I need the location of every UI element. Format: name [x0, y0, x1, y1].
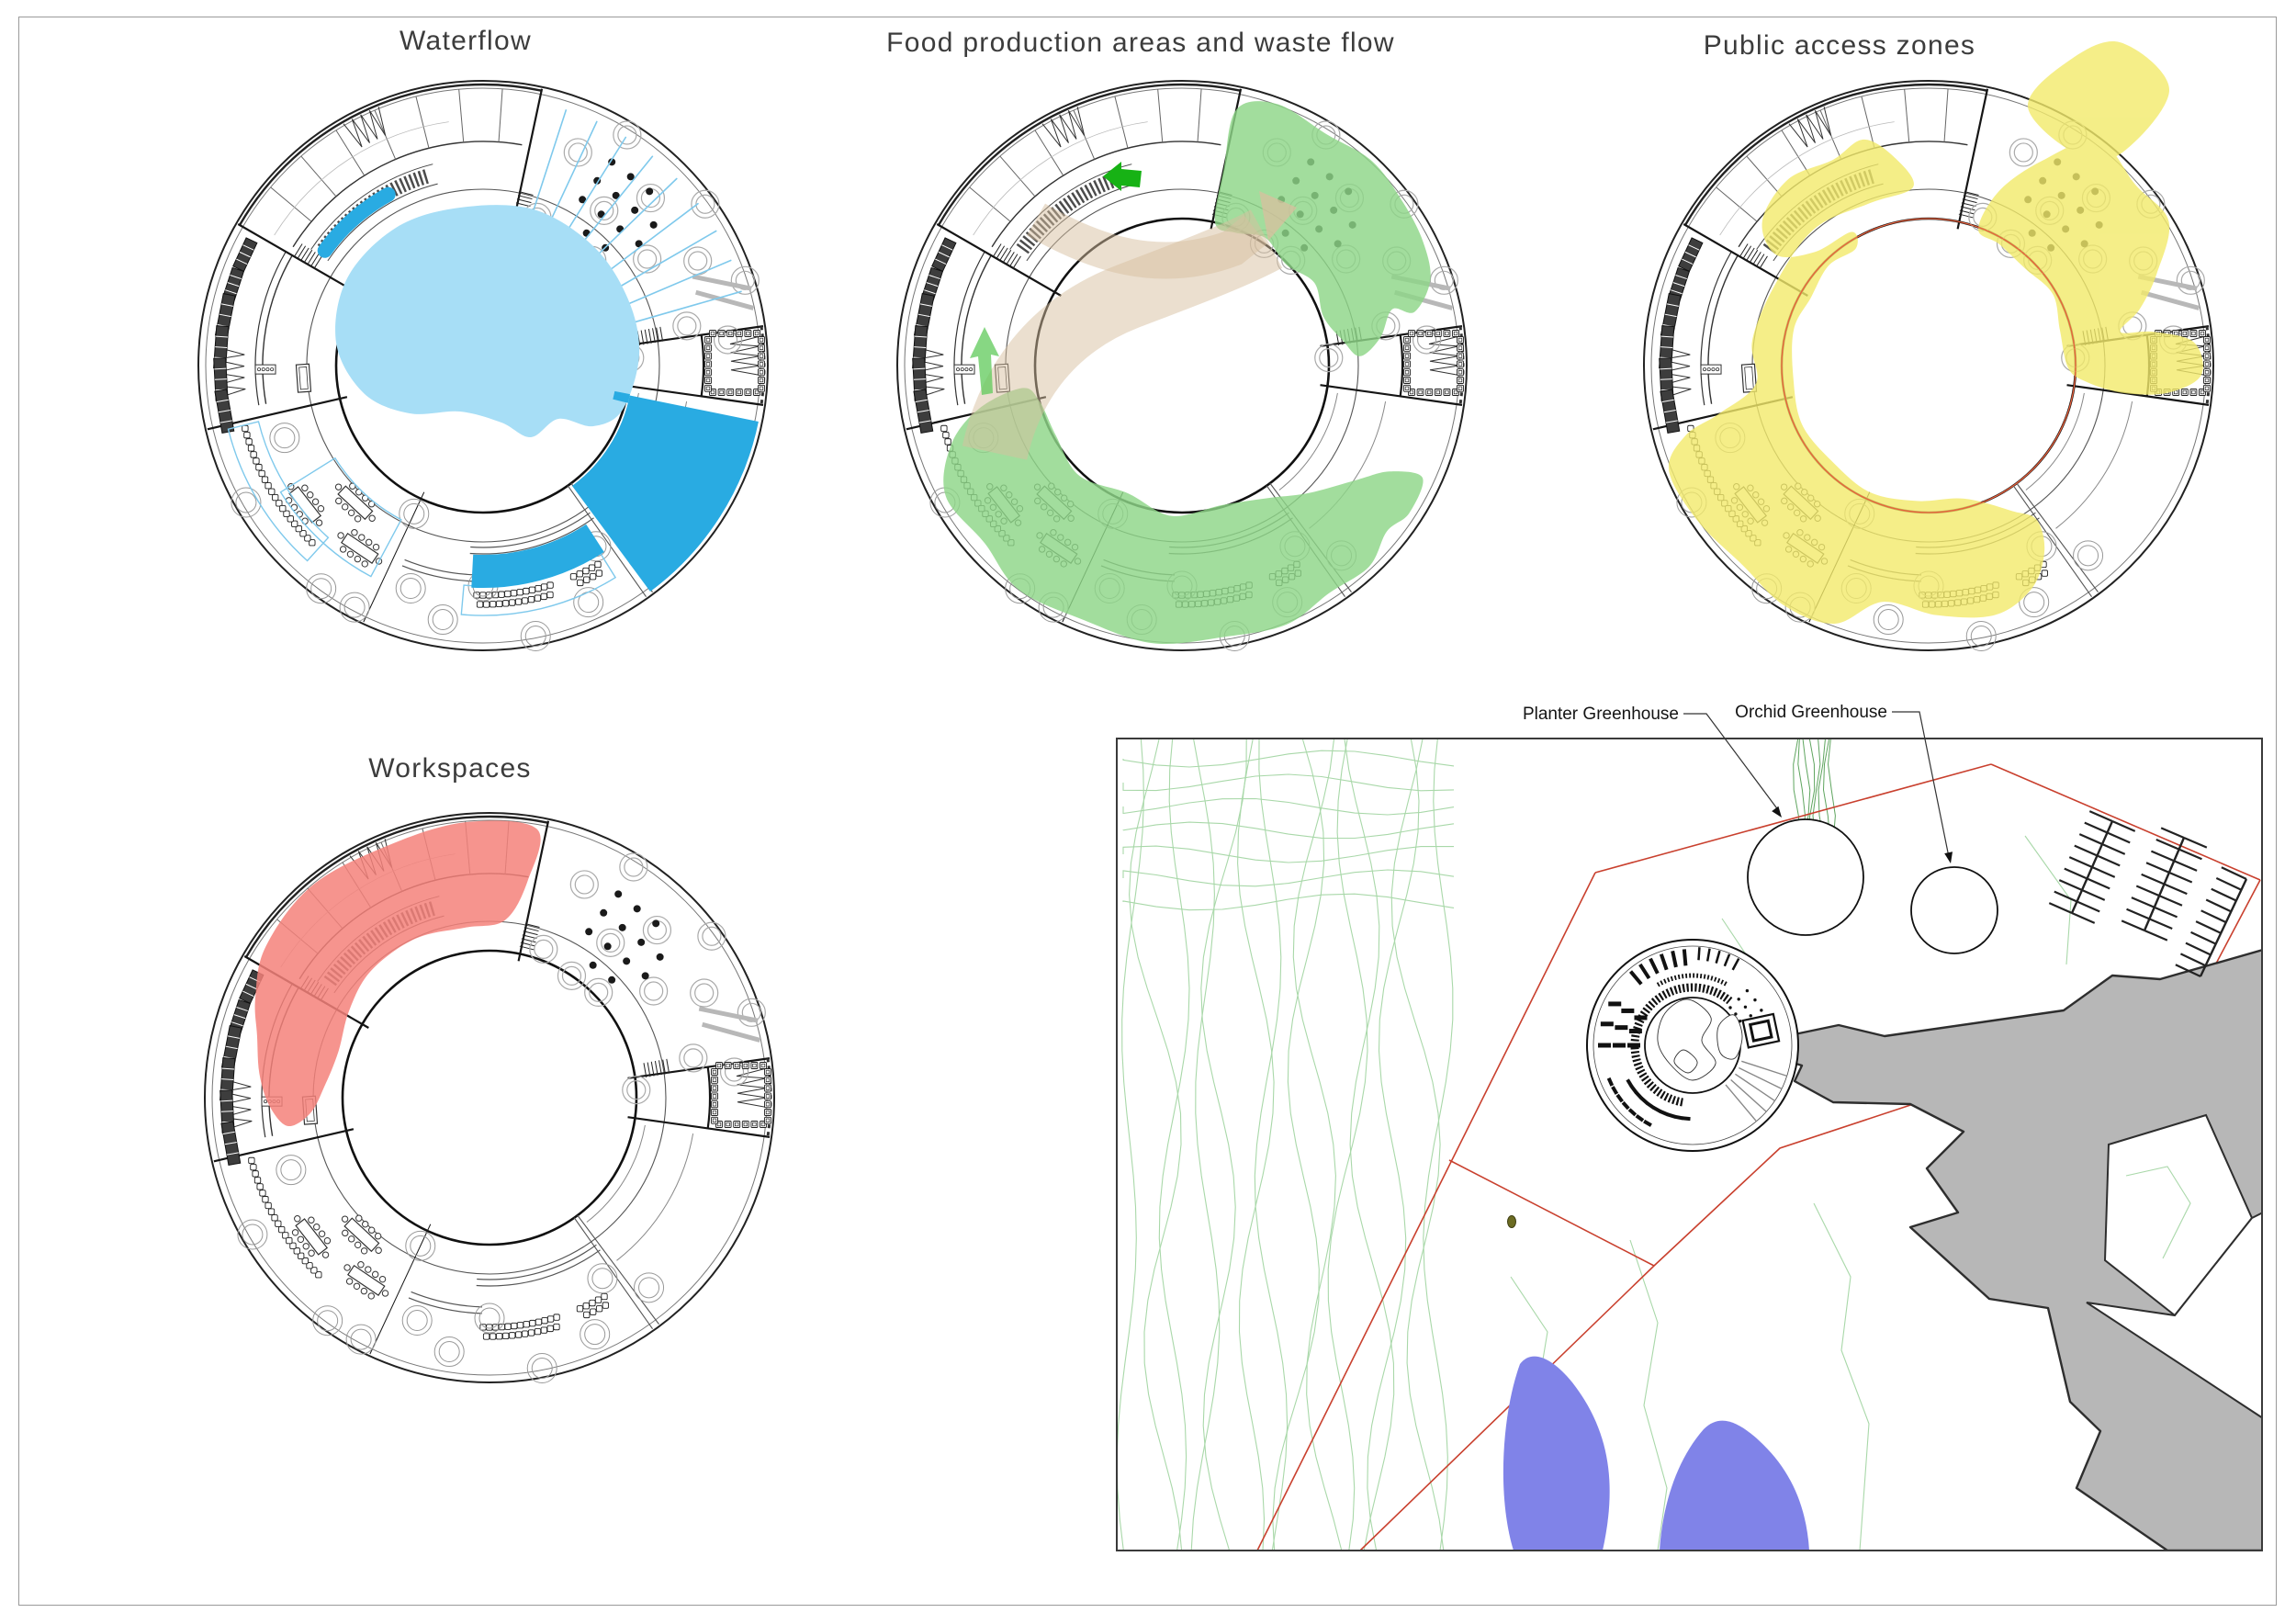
road-gap: [2086, 1211, 2263, 1420]
food-flow-arrow: [970, 327, 999, 395]
pond: [1660, 1420, 1809, 1551]
title-food-waste: Food production areas and waste flow: [886, 28, 1395, 58]
road: [1771, 948, 2263, 1551]
pond: [1503, 1356, 1610, 1551]
property-boundary: [1594, 763, 1992, 874]
central-pond: [335, 205, 640, 438]
title-waterflow: Waterflow: [400, 26, 532, 56]
public-access-diagram: [1598, 41, 2259, 696]
site-plan-drawing: [1116, 711, 2263, 1551]
upper-pool: [317, 186, 396, 258]
site-plan-border: [1116, 738, 2263, 1551]
public-zone-left: [1668, 139, 2045, 625]
compost-arrow: [1103, 162, 1142, 191]
orchid-greenhouse-label: Orchid Greenhouse: [1735, 703, 1887, 722]
leader-line: [1683, 713, 1780, 812]
waste-arrowhead: [1259, 191, 1297, 241]
property-boundary: [1448, 1159, 1655, 1267]
workspaces-diagram: [159, 767, 820, 1428]
waterflow-diagram: [152, 35, 814, 696]
public-zone-right: [1978, 140, 2203, 395]
workspace-zone: [254, 820, 541, 1127]
water-wedge: [572, 395, 759, 592]
waste-flow-band: [1026, 203, 1267, 279]
food-waste-overlay: [943, 101, 1431, 645]
leader-arrow: [1944, 851, 1953, 863]
lower-pool: [471, 524, 604, 589]
property-boundary: [1256, 872, 1596, 1551]
waterflow-overlay: [227, 109, 759, 616]
property-boundary: [1990, 763, 2261, 881]
courtyard-rim: [1781, 218, 2077, 513]
planter-greenhouse-circle: [1747, 818, 1864, 936]
entrance-wedge: [2027, 41, 2169, 161]
orchid-greenhouse-circle: [1910, 866, 1998, 954]
public-access-overlay: [1668, 41, 2203, 625]
site-plan: Planter Greenhouse Orchid Greenhouse: [1116, 703, 2263, 1551]
food-production-lower: [943, 388, 1424, 645]
food-production-upper: [1214, 101, 1431, 356]
leader-arrow: [1772, 806, 1782, 818]
workspaces-overlay: [254, 820, 541, 1127]
title-workspaces: Workspaces: [368, 753, 532, 784]
food-waste-diagram: [851, 35, 1513, 696]
leader-line: [1892, 711, 1950, 858]
building-plan-mini: [1586, 939, 1799, 1152]
title-public-access: Public access zones: [1703, 30, 1976, 61]
tree-marker: [1507, 1215, 1516, 1228]
planter-greenhouse-label: Planter Greenhouse: [1523, 705, 1679, 724]
